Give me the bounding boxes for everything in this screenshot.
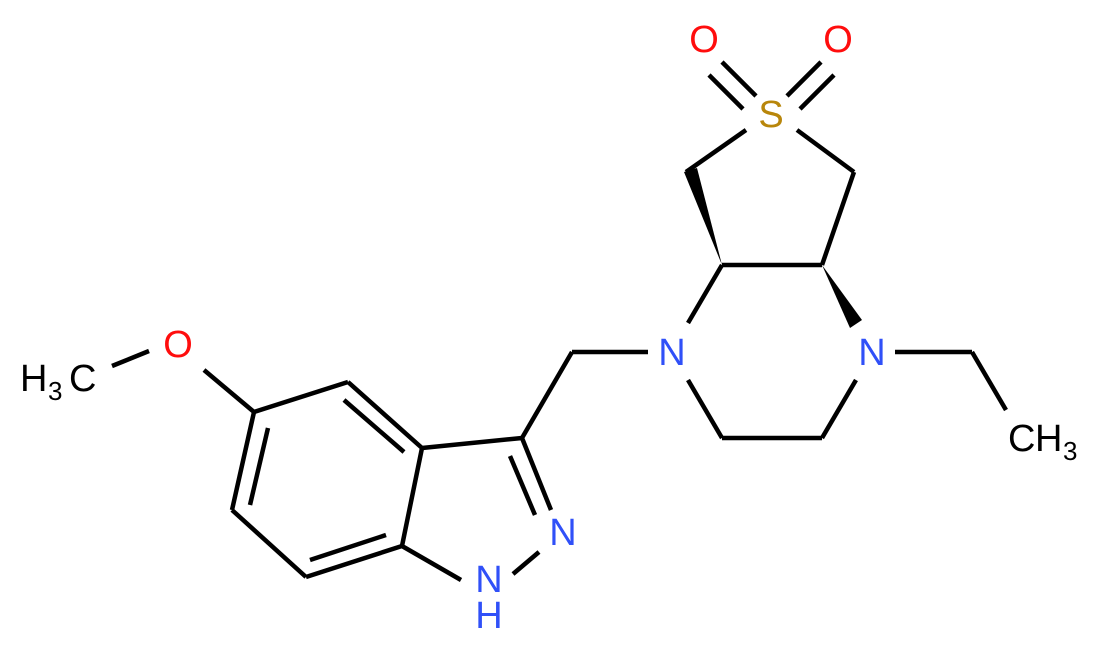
methyl-subscript: 3	[48, 376, 62, 406]
atom-sulfur: S	[758, 94, 783, 136]
bond-c3a-c4	[346, 380, 424, 450]
bond-c5-c6-inner	[247, 427, 271, 506]
bond-s-o-right-b	[798, 73, 836, 111]
bond-s-ch2-left	[684, 128, 748, 174]
methyl-group-label: H 3 C	[20, 358, 96, 406]
bond-ethyl-ch3	[970, 350, 1008, 412]
bond-c7a-c3a	[399, 447, 425, 547]
ethyl-c: C	[1008, 418, 1035, 460]
wedge-bonds	[684, 168, 862, 328]
bond-c6-c7	[230, 508, 308, 579]
atom-o-methoxy: O	[163, 324, 193, 366]
bond-n-left-c	[686, 378, 724, 440]
bond-c3-n2-a	[519, 437, 554, 511]
atom-n1-hydrogen: H	[475, 595, 502, 637]
bond-c3-c3a	[421, 435, 523, 451]
ethyl-ch3-label: C H 3	[1008, 418, 1077, 466]
bond-ch2-c3	[520, 350, 574, 440]
bond-c3a-c4-inner	[342, 398, 406, 454]
bond-c5-c6	[229, 411, 257, 511]
atom-o-sulfonyl-right: O	[823, 19, 853, 61]
bond-c7-c7a-inner	[309, 532, 387, 563]
atom-n-piperazine-left: N	[658, 332, 685, 374]
wedge-bond-c7a-n-right	[822, 265, 862, 328]
bond-c4a-n-left	[686, 263, 724, 325]
ethyl-h: H	[1035, 418, 1062, 460]
bond-c4-c5	[253, 379, 349, 415]
bond-s-o-left-a	[720, 60, 758, 98]
bond-s-ch2-right	[795, 128, 856, 174]
bond-c5-o	[202, 368, 256, 414]
atom-o-sulfonyl-left: O	[689, 19, 719, 61]
atom-n1-indazole: N	[475, 559, 502, 601]
bond-c7-c7a	[305, 543, 403, 580]
ethyl-subscript: 3	[1063, 436, 1077, 466]
methyl-h: H	[20, 358, 47, 400]
atom-n-piperazine-right: N	[858, 332, 885, 374]
bond-ch2-right-c7a	[819, 171, 857, 266]
bond-o-ch3	[111, 348, 150, 369]
bond-n2-n1	[511, 550, 541, 576]
atom-labels: O O S N N N N H O H 3 C C H 3	[20, 19, 1077, 637]
bond-s-o-left-b	[707, 73, 745, 111]
methyl-c: C	[69, 358, 96, 400]
atom-n2-indazole: N	[549, 512, 576, 554]
bond-c-n-right	[820, 378, 858, 440]
bonds	[111, 60, 1008, 582]
bond-s-o-right-a	[785, 60, 823, 98]
bond-c3-n2-b	[507, 455, 538, 516]
wedge-bond-c4a-ch2	[684, 168, 722, 265]
bond-n1-c7a	[400, 544, 463, 582]
